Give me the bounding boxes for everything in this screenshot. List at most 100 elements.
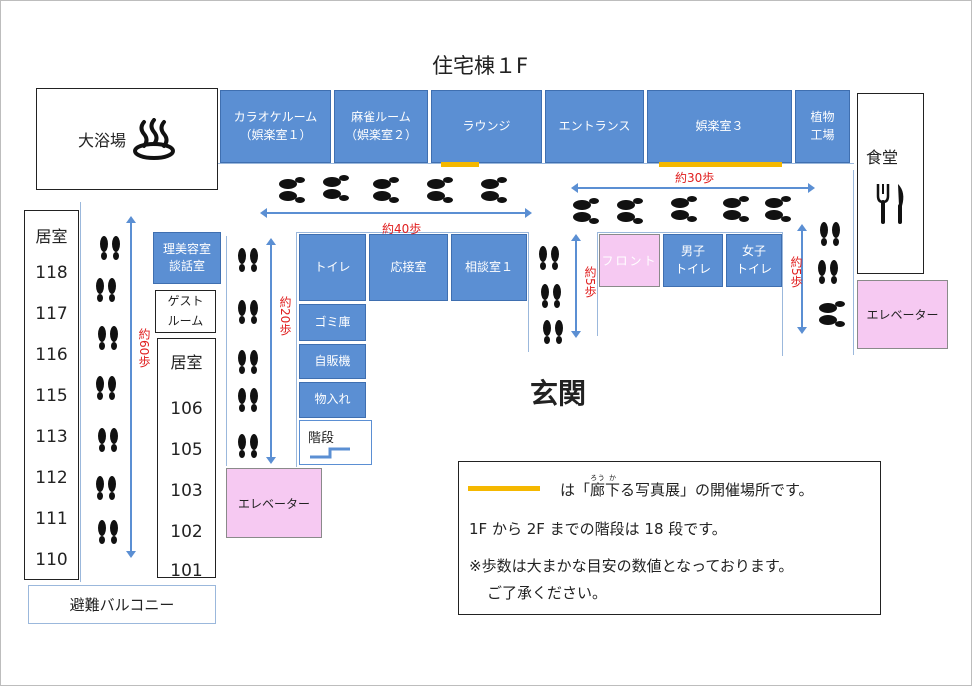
room-102: 102 — [170, 522, 203, 542]
elevator-right: エレベーター — [857, 280, 948, 349]
front-desk: フロント — [599, 234, 660, 287]
corridor-line-right-v — [782, 232, 783, 356]
room-112: 112 — [35, 468, 68, 488]
lounge-talk-label: 談話室 — [168, 259, 205, 273]
legend-line-2: 1F から 2F までの階段は 18 段です。 — [469, 520, 727, 538]
label-20-steps: 約20歩 — [278, 296, 292, 336]
hot-spring-icon — [133, 118, 175, 160]
label-5-steps-b: 約5歩 — [789, 256, 803, 288]
footprints-mid-column — [238, 248, 258, 458]
women-toilet: 女子 トイレ — [726, 234, 782, 287]
guest-label: ゲスト — [167, 294, 204, 309]
residence-right-heading: 居室 — [170, 353, 203, 372]
karaoke-label: カラオケルーム — [233, 110, 318, 125]
reception-room: 応接室 — [369, 234, 448, 301]
goraku3-room: 娯楽室３ — [647, 90, 792, 163]
arrow-20-steps — [266, 238, 276, 464]
room-106: 106 — [170, 399, 203, 419]
corridor-line-mid — [296, 232, 529, 233]
legend-ruby-ro: 廊ろう — [590, 474, 606, 499]
stairs-label: 階段 — [308, 431, 335, 446]
corridor-line-right — [597, 232, 782, 233]
fork-knife-icon — [876, 184, 904, 224]
guest-room: ゲスト ルーム — [155, 290, 216, 333]
room-118: 118 — [35, 263, 68, 283]
exhibit-marker-lounge — [441, 162, 479, 167]
entrance-hall-room: エントランス — [545, 90, 644, 163]
room-101: 101 — [170, 561, 203, 581]
legend-line-4: ご了承ください。 — [487, 584, 608, 602]
corridor-line-center-v — [528, 232, 529, 352]
legend-yellow-swatch — [468, 486, 540, 491]
arrow-60-steps — [126, 216, 136, 558]
room-113: 113 — [35, 427, 68, 447]
storage-room: 物入れ — [299, 382, 366, 418]
garbage-room: ゴミ庫 — [299, 304, 366, 341]
corridor-top-line — [218, 163, 854, 164]
residence-left-block: 居室 118 117 116 115 113 112 111 110 — [24, 210, 79, 580]
legend-line-1: は「廊ろう下かる写真展」の開催場所です。 — [560, 474, 814, 500]
legend-ruby-ka-text: か — [605, 474, 621, 482]
corridor-inner-line — [226, 236, 227, 466]
men-toilet-sub: トイレ — [674, 261, 711, 276]
guest-sub: ルーム — [167, 313, 204, 328]
men-toilet-label: 男子 — [680, 244, 705, 259]
karaoke-room: カラオケルーム （娯楽室１） — [220, 90, 331, 163]
legend-line-1-pre: は「 — [560, 481, 591, 499]
legend-box: は「廊ろう下かる写真展」の開催場所です。 1F から 2F までの階段は 18 … — [458, 461, 881, 615]
arrow-5-steps-b — [797, 224, 807, 334]
legend-ruby-ka: 下か — [605, 474, 621, 499]
men-toilet: 男子 トイレ — [663, 234, 723, 287]
mahjong-label: 麻雀ルーム — [351, 110, 411, 125]
bath-room: 大浴場 — [36, 88, 218, 190]
bath-label: 大浴場 — [77, 131, 126, 150]
room-117: 117 — [35, 304, 68, 324]
room-105: 105 — [170, 440, 203, 460]
label-60-steps: 約60歩 — [137, 328, 151, 368]
label-5-steps-a: 約5歩 — [583, 266, 597, 298]
legend-ruby-ro-base: 廊 — [590, 481, 606, 499]
plant-label: 植物 — [810, 110, 835, 125]
corridor-line-front-v — [597, 232, 598, 336]
arrow-30-steps — [571, 183, 815, 193]
label-40-steps: 約40歩 — [382, 222, 422, 236]
legend-line-3: ※歩数は大まかな目安の数値となっております。 — [469, 557, 794, 575]
page-title: 住宅棟１F — [431, 54, 529, 78]
arrow-5-steps-a — [571, 234, 581, 338]
stairs-icon — [310, 447, 350, 459]
footprints-top-row-2 — [573, 196, 791, 224]
elevator-left: エレベーター — [226, 468, 322, 538]
label-30-steps: 約30歩 — [675, 171, 715, 185]
footprints-entrance-column — [539, 246, 563, 344]
mahjong-room: 麻雀ルーム （娯楽室２） — [334, 90, 428, 163]
corridor-left-line — [80, 202, 81, 582]
barber-label: 理美容室 — [162, 241, 211, 256]
arrow-40-steps — [260, 208, 532, 218]
toilet-room: トイレ — [299, 234, 366, 301]
evacuation-balcony: 避難バルコニー — [28, 585, 216, 624]
plant-sub: 工場 — [810, 127, 835, 142]
plant-factory-room: 植物 工場 — [795, 90, 850, 163]
footprints-left-column — [96, 236, 120, 544]
room-111: 111 — [35, 509, 68, 529]
corridor-line-left-mid — [296, 232, 297, 467]
exhibit-marker-goraku — [659, 162, 782, 167]
stairs: 階段 — [299, 420, 372, 465]
dining-room: 食堂 — [857, 93, 924, 274]
residence-left-heading: 居室 — [35, 227, 68, 246]
lounge-room: ラウンジ — [431, 90, 542, 163]
women-toilet-label: 女子 — [741, 244, 766, 259]
legend-line-1-rest: る写真展」の開催場所です。 — [620, 481, 814, 499]
mahjong-sub: （娯楽室２） — [344, 127, 417, 142]
room-116: 116 — [35, 345, 68, 365]
footprints-top-row-1 — [279, 175, 507, 203]
room-115: 115 — [35, 386, 68, 406]
barber-room: 理美容室 談話室 — [153, 232, 221, 284]
residence-right-block: 居室 106 105 103 102 101 — [157, 338, 216, 581]
karaoke-sub: （娯楽室１） — [239, 127, 312, 142]
vending-machine: 自販機 — [299, 344, 366, 379]
legend-ruby-ka-base: 下 — [605, 481, 621, 499]
legend-ruby-ro-text: ろう — [590, 474, 606, 482]
consultation-room-1: 相談室１ — [451, 234, 527, 301]
genkan-label: 玄関 — [530, 377, 587, 410]
